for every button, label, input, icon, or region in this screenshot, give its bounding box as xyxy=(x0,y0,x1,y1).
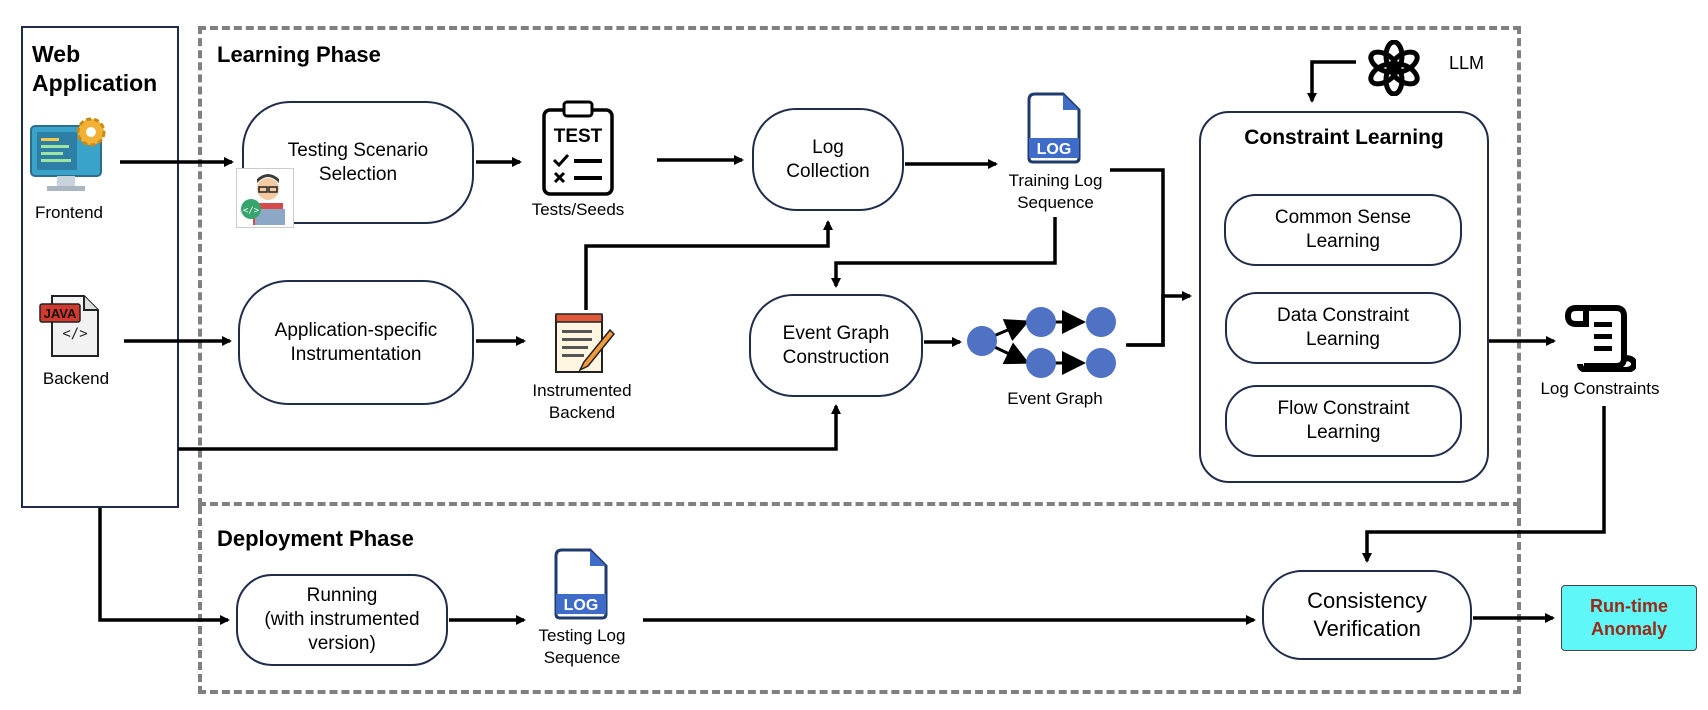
data-constraint-learning-node: Data Constraint Learning xyxy=(1225,292,1461,364)
testing-log-icon: LOG xyxy=(552,548,610,620)
arrow-backend-to-logcollection xyxy=(584,220,833,310)
tests-seeds-label: Tests/Seeds xyxy=(531,200,625,219)
instrumented-backend-label: Instrumented Backend xyxy=(532,381,632,422)
testing-scenario-selection-label: Testing Scenario Selection xyxy=(287,139,429,185)
consistency-verification-node: Consistency Verification xyxy=(1262,570,1472,660)
svg-text:TEST: TEST xyxy=(554,126,603,147)
learning-phase-frame xyxy=(198,26,1521,506)
testing-scenario-selection-node: Testing Scenario Selection xyxy=(242,101,474,224)
event-graph-icon xyxy=(966,303,1116,383)
arrow-llm-to-cl xyxy=(1307,60,1356,103)
running-node: Running (with instrumented version) xyxy=(236,574,448,666)
openai-logo-icon xyxy=(1366,39,1422,97)
backend-label: Backend xyxy=(42,369,110,388)
log-collection-label: Log Collection xyxy=(786,136,870,182)
testing-log-label: Testing Log Sequence xyxy=(538,626,626,667)
notepad-pencil-icon xyxy=(552,310,618,376)
java-file-icon: JAVA </> xyxy=(38,292,106,360)
web-application-box xyxy=(21,26,179,508)
log-collection-node: Log Collection xyxy=(752,108,904,211)
developer-icon: </> xyxy=(236,168,294,228)
frontend-label: Frontend xyxy=(34,203,104,222)
common-sense-learning-label: Common Sense Learning xyxy=(1274,207,1412,252)
flow-constraint-learning-node: Flow Constraint Learning xyxy=(1225,385,1462,457)
svg-text:LOG: LOG xyxy=(1037,141,1072,158)
data-constraint-learning-label: Data Constraint Learning xyxy=(1276,305,1409,350)
arrow-traininglog-to-cl xyxy=(1110,168,1165,347)
running-label: Running (with instrumented version) xyxy=(264,585,420,654)
flow-constraint-learning-label: Flow Constraint Learning xyxy=(1277,398,1410,443)
log-constraints-label: Log Constraints xyxy=(1540,379,1660,398)
svg-text:LOG: LOG xyxy=(564,597,599,614)
arrow-webapp-to-running xyxy=(98,508,230,625)
event-graph-construction-node: Event Graph Construction xyxy=(749,294,923,397)
learning-phase-title: Learning Phase xyxy=(217,42,381,67)
frontend-icon xyxy=(27,114,109,196)
training-log-icon: LOG xyxy=(1025,92,1083,164)
arrow-logconstraints-to-consistency xyxy=(1362,406,1606,563)
scroll-icon xyxy=(1564,300,1638,373)
arrow-traininglog-to-egc xyxy=(831,217,1057,288)
common-sense-learning-node: Common Sense Learning xyxy=(1224,194,1462,266)
svg-text:JAVA: JAVA xyxy=(44,306,77,321)
svg-text:</>: </> xyxy=(243,206,260,216)
event-graph-label: Event Graph xyxy=(1007,389,1103,408)
llm-label: LLM xyxy=(1449,53,1485,73)
runtime-anomaly-label: Run-time Anomaly xyxy=(1590,596,1668,639)
constraint-learning-box xyxy=(1199,111,1489,483)
deployment-phase-frame xyxy=(198,506,1521,694)
instrumentation-node: Application-specific Instrumentation xyxy=(238,280,474,405)
svg-text:</>: </> xyxy=(62,326,87,342)
instrumentation-label: Application-specific Instrumentation xyxy=(274,319,438,365)
event-graph-construction-label: Event Graph Construction xyxy=(782,322,890,368)
training-log-label: Training Log Sequence xyxy=(1008,171,1103,212)
consistency-verification-label: Consistency Verification xyxy=(1307,588,1427,641)
arrow-webapp-to-egc xyxy=(178,404,841,451)
constraint-learning-title: Constraint Learning xyxy=(1244,126,1444,149)
arrow-eventgraph-to-cl xyxy=(1126,291,1192,347)
runtime-anomaly-box: Run-time Anomaly xyxy=(1561,585,1697,651)
test-clipboard-icon: TEST xyxy=(540,100,616,196)
web-application-title: Web Application xyxy=(32,41,158,96)
deployment-phase-title: Deployment Phase xyxy=(217,526,414,551)
